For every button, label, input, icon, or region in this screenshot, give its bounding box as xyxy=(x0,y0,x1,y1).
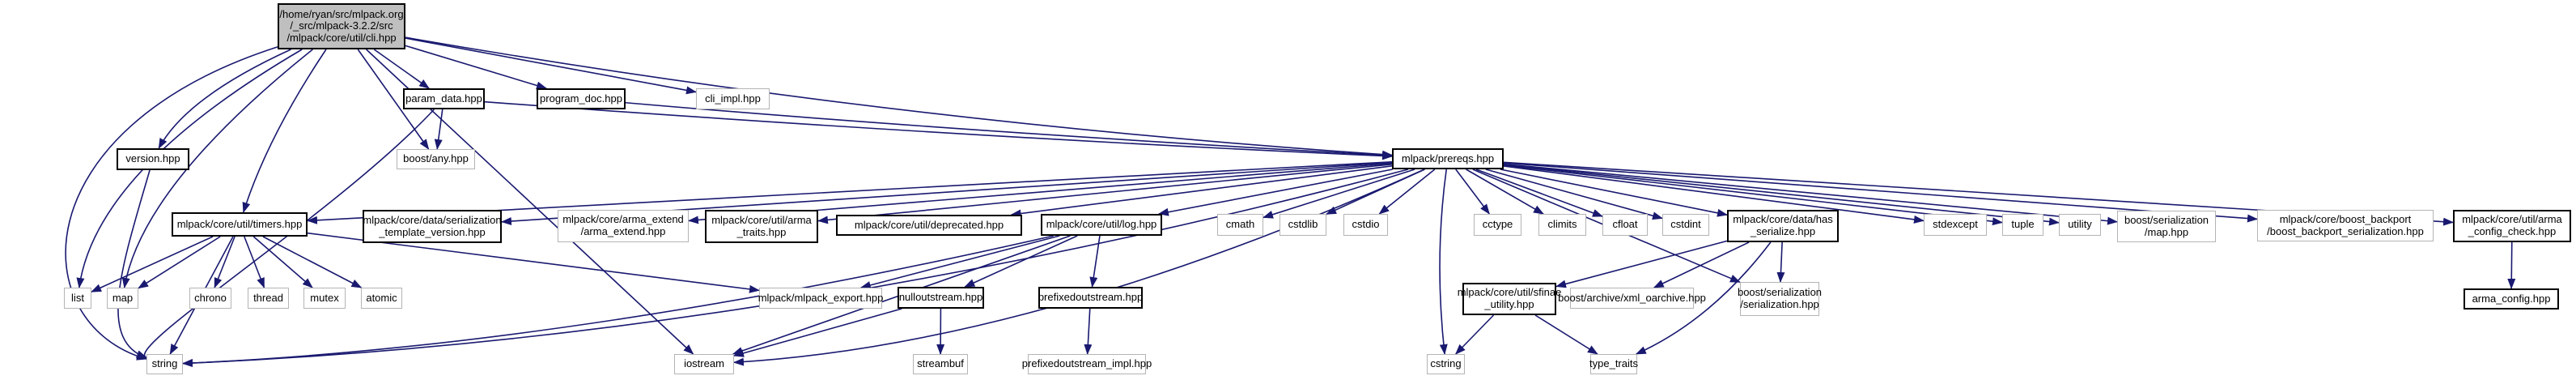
edge-timers-list xyxy=(91,236,214,292)
edge-has_serialize-type_traits xyxy=(1635,241,1772,355)
node-map: map xyxy=(107,288,138,309)
node-version[interactable]: version.hpp xyxy=(117,148,189,170)
edge-version-string xyxy=(117,169,151,359)
node-cstdint: cstdint xyxy=(1662,214,1709,236)
edge-log-nulloutstream xyxy=(964,235,1078,288)
edge-prereqs-cstdio xyxy=(1378,169,1436,215)
node-tuple: tuple xyxy=(2002,214,2043,236)
edge-cli-list xyxy=(76,49,303,288)
edge-sfinae-type_traits xyxy=(1534,314,1598,355)
node-cstring: cstring xyxy=(1427,354,1465,374)
node-list: list xyxy=(64,288,91,309)
edge-param_data-any xyxy=(434,109,443,150)
node-cstdio: cstdio xyxy=(1343,214,1388,236)
node-sfinae[interactable]: mlpack/core/util/sfinae _utility.hpp xyxy=(1458,283,1561,315)
edge-prereqs-stdexcept xyxy=(1503,165,1925,224)
edge-prereqs-cstdint xyxy=(1485,169,1663,220)
node-arma_config[interactable]: arma_config.hpp xyxy=(2464,288,2559,310)
edge-param_data-string xyxy=(136,109,435,359)
edge-prereqs-has_serialize xyxy=(1500,169,1728,217)
edge-has_serialize-xml_oarchive xyxy=(1653,241,1750,288)
node-ser_tmpl[interactable]: mlpack/core/data/serialization _template… xyxy=(363,210,502,243)
node-timers[interactable]: mlpack/core/util/timers.hpp xyxy=(172,212,308,237)
node-arma_extend: mlpack/core/arma_extend /arma_extend.hpp xyxy=(558,210,689,242)
node-iostream: iostream xyxy=(674,354,734,374)
edge-cli-prereqs xyxy=(405,36,1393,159)
node-boost_ser_ser: boost/serialization /serialization.hpp xyxy=(1738,282,1822,316)
edge-cli-cli_impl xyxy=(405,37,697,95)
node-type_traits: type_traits xyxy=(1589,354,1638,374)
edge-has_serialize-boost_ser_ser xyxy=(1776,241,1785,283)
edge-prereqs-cmath xyxy=(1263,169,1415,219)
edge-has_serialize-sfinae xyxy=(1555,240,1728,288)
edge-cli-timers xyxy=(242,49,327,213)
node-cli: /home/ryan/src/mlpack.org /_src/mlpack-3… xyxy=(278,3,405,49)
edge-cli-program_doc xyxy=(405,45,547,90)
node-log[interactable]: mlpack/core/util/log.hpp xyxy=(1041,214,1162,236)
node-boost_ser_map: boost/serialization /map.hpp xyxy=(2117,211,2216,242)
edge-timers-mutex xyxy=(253,236,313,288)
node-program_doc[interactable]: program_doc.hpp xyxy=(537,88,626,109)
node-cli_impl: cli_impl.hpp xyxy=(696,88,770,109)
node-mutex: mutex xyxy=(303,288,346,309)
node-cfloat: cfloat xyxy=(1602,214,1648,236)
node-cstdlib: cstdlib xyxy=(1280,214,1326,236)
edge-nulloutstream-iostream xyxy=(733,308,902,357)
node-has_serialize[interactable]: mlpack/core/data/has _serialize.hpp xyxy=(1727,210,1839,242)
node-chrono: chrono xyxy=(189,288,231,309)
node-arma_traits[interactable]: mlpack/core/util/arma _traits.hpp xyxy=(705,210,818,243)
node-utility: utility xyxy=(2059,214,2101,236)
edge-prereqs-utility xyxy=(1503,164,2060,226)
node-arma_config_check[interactable]: mlpack/core/util/arma _config_check.hpp xyxy=(2453,210,2571,242)
edge-prereqs-log xyxy=(1157,169,1393,216)
node-prefixedoutstream[interactable]: prefixedoutstream.hpp xyxy=(1038,287,1143,309)
edge-prereqs-cfloat xyxy=(1475,169,1603,217)
node-any: boost/any.hpp xyxy=(397,149,475,169)
node-param_data[interactable]: param_data.hpp xyxy=(403,88,485,109)
node-prereqs[interactable]: mlpack/prereqs.hpp xyxy=(1392,148,1504,169)
edge-prereqs-boost_backport xyxy=(1503,162,2258,223)
edge-cli-any xyxy=(357,49,430,150)
edge-timers-chrono xyxy=(214,236,236,288)
edge-cli-string xyxy=(65,46,278,361)
edge-prereqs-climits xyxy=(1466,169,1544,215)
node-atomic: atomic xyxy=(361,288,402,309)
edge-prereqs-deprecated xyxy=(1010,165,1393,218)
edge-prereqs-cctype xyxy=(1455,169,1490,215)
node-nulloutstream[interactable]: nulloutstream.hpp xyxy=(898,287,984,309)
edge-cli-param_data xyxy=(373,49,430,89)
node-boost_backport: mlpack/core/boost_backport /boost_backpo… xyxy=(2257,210,2434,241)
edge-cli-map xyxy=(121,49,313,288)
edge-timers-thread xyxy=(244,236,265,288)
node-thread: thread xyxy=(248,288,289,309)
edge-prereqs-string xyxy=(182,169,1409,368)
edge-arma_config_check-arma_config xyxy=(2507,241,2516,289)
edge-sfinae-cstring xyxy=(1454,314,1495,355)
node-mlpack_export: mlpack/mlpack_export.hpp xyxy=(758,288,883,309)
edge-log-mlpack_export xyxy=(859,235,1060,289)
node-xml_oarchive: boost/archive/xml_oarchive.hpp xyxy=(1558,288,1706,309)
edge-timers-map xyxy=(138,236,221,289)
edge-prereqs-iostream xyxy=(733,169,1425,366)
edge-prereqs-cstring xyxy=(1439,169,1448,355)
edge-log-prefixedoutstream xyxy=(1089,235,1101,288)
node-streambuf: streambuf xyxy=(913,354,968,374)
node-cctype: cctype xyxy=(1474,214,1521,236)
node-cmath: cmath xyxy=(1217,214,1263,236)
edge-cli-version xyxy=(158,49,291,149)
edge-timers-atomic xyxy=(262,236,363,288)
node-stdexcept: stdexcept xyxy=(1924,214,1987,236)
edge-param_data-prereqs xyxy=(484,100,1393,160)
edge-prefixedoutstream-prefix_impl xyxy=(1084,308,1093,355)
edge-prereqs-arma_traits xyxy=(817,163,1393,224)
edge-log-string xyxy=(182,235,1054,368)
node-deprecated[interactable]: mlpack/core/util/deprecated.hpp xyxy=(836,215,1022,236)
node-prefix_impl: prefixedoutstream_impl.hpp xyxy=(1022,354,1152,374)
edge-prereqs-boost_ser_map xyxy=(1503,163,2118,225)
edge-prereqs-tuple xyxy=(1503,164,2003,226)
node-climits: climits xyxy=(1538,214,1586,236)
edge-program_doc-prereqs xyxy=(625,101,1393,160)
node-string: string xyxy=(146,354,183,374)
